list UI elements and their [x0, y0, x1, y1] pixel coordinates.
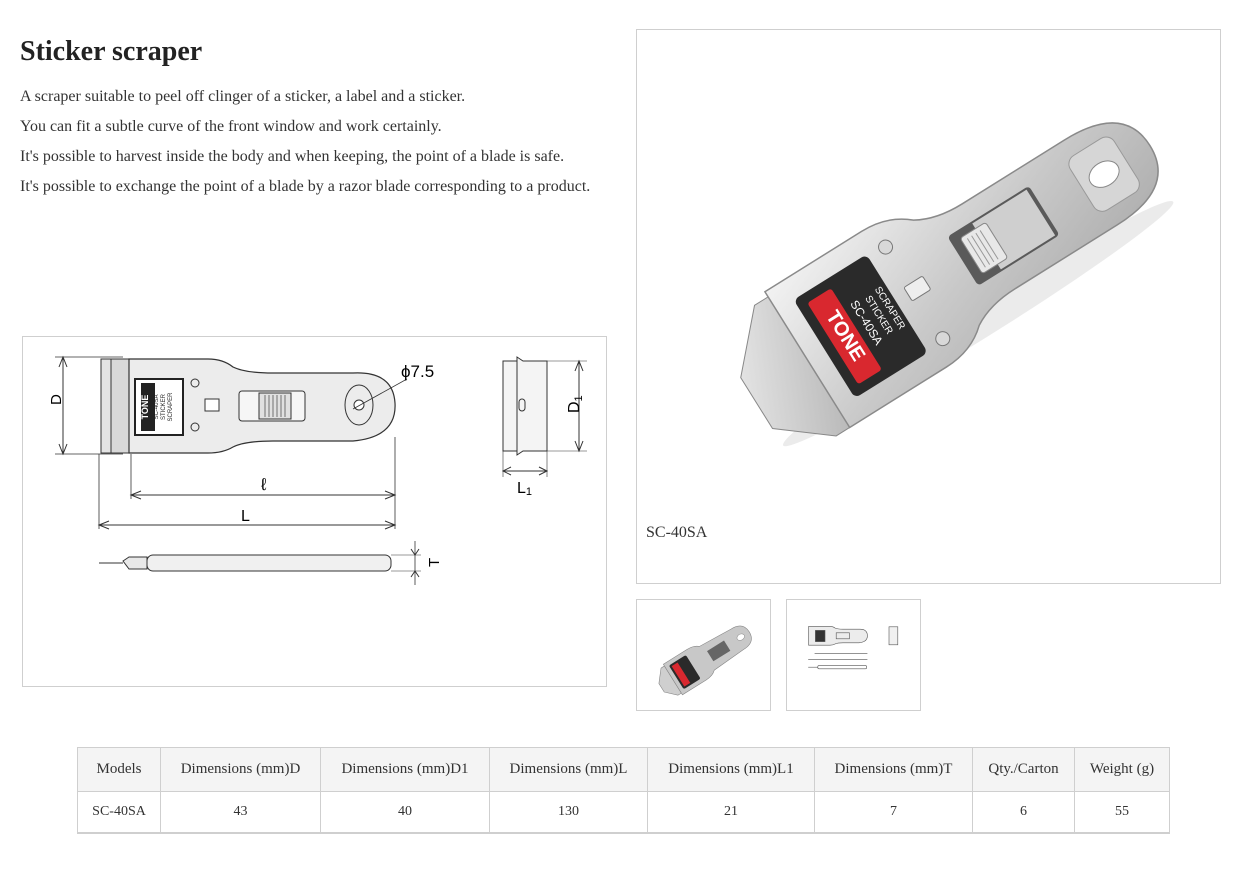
drawing-model-mark: SC-40SA — [154, 394, 160, 419]
drawing-brand: TONE — [140, 395, 150, 420]
col-header: Qty./Carton — [972, 747, 1075, 792]
col-header: Models — [77, 747, 161, 792]
blade-edge — [100, 358, 112, 454]
dim-label-t: T — [426, 558, 443, 567]
col-header: Dimensions (mm)L — [489, 747, 648, 792]
col-header: Dimensions (mm)L1 — [647, 747, 815, 792]
dimension-drawing-svg: D TONE STICKER SCRAPER SC-40SA ϕ7.5 ℓ — [48, 355, 587, 585]
table-row: SC-40SA 43 40 130 21 7 6 55 — [77, 791, 1170, 834]
thumbnail-drawing-svg — [808, 626, 899, 670]
page-title: Sticker scraper — [20, 36, 203, 67]
cell-d1: 40 — [320, 791, 490, 834]
table-header-row: Models Dimensions (mm)D Dimensions (mm)D… — [77, 747, 1170, 792]
dim-label-big-l: L — [241, 508, 250, 525]
cell-qty: 6 — [972, 791, 1075, 834]
cell-d: 43 — [160, 791, 321, 834]
dim-label-d: D — [48, 394, 65, 405]
photo-brand-badge — [808, 289, 881, 384]
photo-hang-hole — [1088, 160, 1120, 188]
dimension-drawing: D TONE STICKER SCRAPER SC-40SA ϕ7.5 ℓ — [22, 336, 607, 687]
drawing-label-text: SCRAPER — [168, 392, 174, 422]
side-view-body — [146, 554, 392, 572]
col-header: Dimensions (mm)D1 — [320, 747, 490, 792]
photo-slider — [960, 222, 1008, 274]
description-line: It's possible to harvest inside the body… — [20, 148, 565, 165]
dim-label-hole: ϕ7.5 — [401, 362, 434, 381]
side-view-blade — [122, 556, 148, 570]
product-photo-svg: TONE SC-40SA STICKER SCRAPER — [740, 122, 1174, 447]
thumbnail-photo-svg — [658, 625, 752, 696]
thumbnail-photo[interactable] — [636, 599, 771, 711]
col-header: Weight (g) — [1074, 747, 1170, 792]
product-description: A scraper suitable to peel off clinger o… — [20, 82, 610, 202]
description-line: It's possible to exchange the point of a… — [20, 178, 591, 195]
spec-table: Models Dimensions (mm)D Dimensions (mm)D… — [77, 747, 1170, 834]
photo-caption: SC-40SA — [646, 524, 708, 541]
cell-t: 7 — [814, 791, 973, 834]
dim-label-l: ℓ — [260, 475, 267, 494]
cell-weight: 55 — [1074, 791, 1170, 834]
description-line: A scraper suitable to peel off clinger o… — [20, 88, 466, 105]
description-line: You can fit a subtle curve of the front … — [20, 118, 442, 135]
dim-label-l1: L1 — [517, 480, 532, 498]
cell-l1: 21 — [647, 791, 815, 834]
col-header: Dimensions (mm)D — [160, 747, 321, 792]
cell-model: SC-40SA — [77, 791, 161, 834]
product-photo-main: TONE SC-40SA STICKER SCRAPER SC-40SA — [636, 29, 1221, 584]
drawing-label-text: STICKER — [161, 393, 167, 420]
thumbnail-drawing[interactable] — [786, 599, 921, 711]
col-header: Dimensions (mm)T — [814, 747, 973, 792]
cell-l: 130 — [489, 791, 648, 834]
dim-label-d1: D1 — [566, 395, 585, 413]
